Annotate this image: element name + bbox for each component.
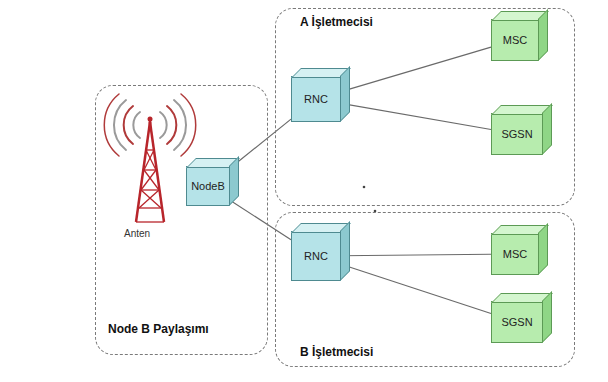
core-node-box: SGSN bbox=[491, 113, 543, 155]
core-node-box: SGSN bbox=[491, 301, 543, 343]
antenna-caption: Anten bbox=[124, 228, 150, 239]
node-label: NodeB bbox=[191, 180, 225, 192]
region-title: Node B Paylaşımı bbox=[108, 322, 209, 336]
node-label: MSC bbox=[503, 248, 527, 260]
group-region: B İşletmecisi RNC MSC SGSN bbox=[275, 212, 575, 367]
region-title: A İşletmecisi bbox=[300, 15, 373, 29]
core-node-box: MSC bbox=[491, 233, 539, 275]
network-node-box: RNC bbox=[291, 231, 341, 281]
node-label: SGSN bbox=[501, 316, 532, 328]
group-region: Node B Paylaşımı NodeB bbox=[95, 85, 268, 355]
node-label: SGSN bbox=[501, 128, 532, 140]
link-line bbox=[341, 264, 491, 313]
link-line bbox=[341, 103, 491, 129]
core-node-box: MSC bbox=[491, 19, 539, 61]
link-line bbox=[230, 119, 291, 168]
network-node-box: RNC bbox=[291, 76, 341, 122]
link-line bbox=[230, 200, 291, 240]
network-node-box: NodeB bbox=[186, 166, 230, 206]
group-region: A İşletmecisiRNC MSC SGSN bbox=[275, 8, 575, 206]
node-label: MSC bbox=[503, 34, 527, 46]
link-line bbox=[341, 47, 491, 91]
region-title: B İşletmecisi bbox=[300, 345, 373, 359]
node-label: RNC bbox=[304, 250, 328, 262]
node-label: RNC bbox=[304, 93, 328, 105]
link-line bbox=[341, 254, 491, 256]
